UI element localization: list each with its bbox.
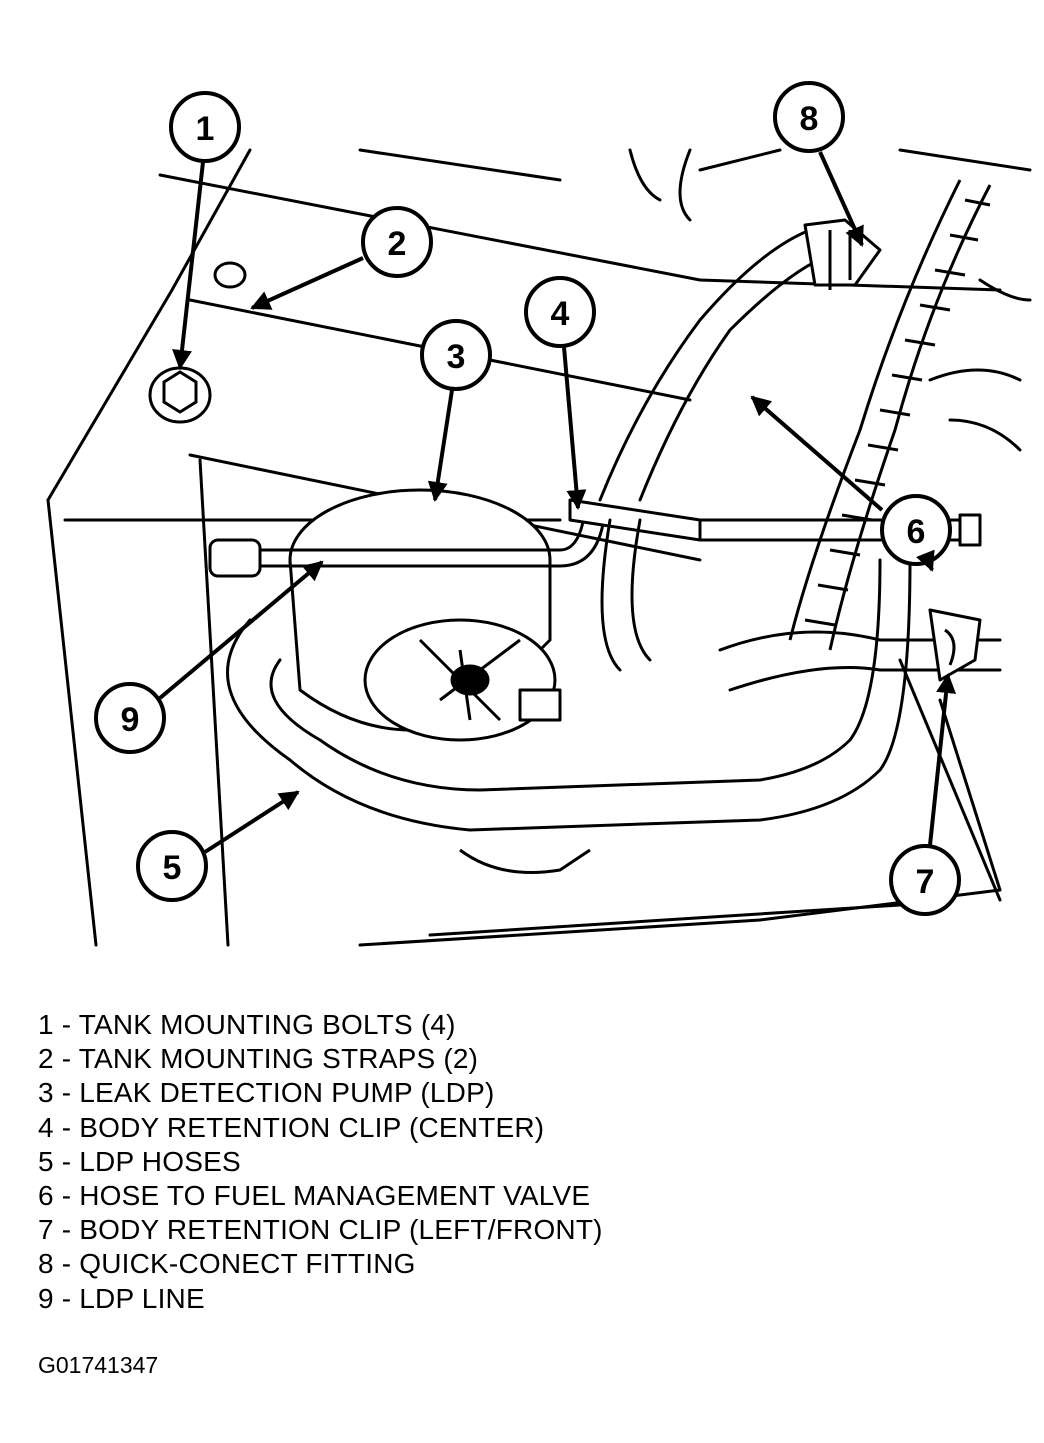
leader-6b	[916, 549, 935, 572]
legend-item: 5 - LDP HOSES	[38, 1145, 241, 1177]
callout-7: 7	[889, 844, 961, 916]
leader-3	[427, 389, 454, 502]
callout-2: 2	[361, 206, 433, 278]
callout-7-label: 7	[916, 863, 935, 901]
quick-connect-fitting	[803, 218, 882, 290]
callout-1: 1	[169, 91, 241, 163]
corrugated-conduit	[788, 179, 992, 651]
leader-2	[250, 256, 364, 310]
leader-4	[562, 346, 587, 510]
leader-9	[158, 560, 324, 700]
leader-arrows	[158, 151, 957, 854]
figure-code: G01741347	[38, 1352, 159, 1378]
callout-5: 5	[136, 830, 208, 902]
body-panel	[628, 148, 1032, 902]
legend-item: 8 - QUICK-CONECT FITTING	[38, 1248, 416, 1280]
legend-item: 1 - TANK MOUNTING BOLTS (4)	[38, 1009, 456, 1040]
leader-5	[203, 790, 300, 854]
leak-detection-pump	[288, 488, 591, 874]
callout-4-label: 4	[551, 295, 570, 333]
tank-mounting-bolt	[148, 261, 247, 424]
leader-1	[172, 161, 205, 370]
callout-3: 3	[420, 319, 492, 391]
callout-4: 4	[524, 276, 596, 348]
body-retention-clip-left-front	[928, 608, 982, 682]
ldp-line-drawing: 1 2 3 4 5 6 7 8 9	[46, 81, 1032, 947]
leader-8	[818, 151, 864, 247]
legend-item: 7 - BODY RETENTION CLIP (LEFT/FRONT)	[38, 1214, 603, 1246]
callout-3-label: 3	[447, 338, 466, 376]
ldp-hoses	[226, 558, 912, 832]
callout-9: 9	[94, 682, 166, 754]
leader-6a	[750, 395, 884, 512]
callout-8: 8	[773, 81, 845, 153]
leader-7	[928, 673, 957, 846]
legend-item: 4 - BODY RETENTION CLIP (CENTER)	[38, 1111, 545, 1143]
callout-8-label: 8	[800, 100, 819, 138]
callout-6: 6	[880, 494, 952, 566]
callout-9-label: 9	[121, 701, 140, 739]
legend-item: 9 - LDP LINE	[38, 1282, 205, 1314]
legend-item: 6 - HOSE TO FUEL MANAGEMENT VALVE	[38, 1180, 591, 1212]
callout-1-label: 1	[196, 110, 215, 148]
legend-item: 3 - LEAK DETECTION PUMP (LDP)	[38, 1077, 495, 1109]
legend-item: 2 - TANK MOUNTING STRAPS (2)	[38, 1043, 479, 1075]
callout-6-label: 6	[907, 513, 926, 551]
legend: 1 - TANK MOUNTING BOLTS (4) 2 - TANK MOU…	[38, 1008, 603, 1316]
callout-2-label: 2	[388, 225, 407, 263]
callout-5-label: 5	[163, 849, 182, 887]
hose-to-fuel-management-valve	[598, 228, 1002, 692]
